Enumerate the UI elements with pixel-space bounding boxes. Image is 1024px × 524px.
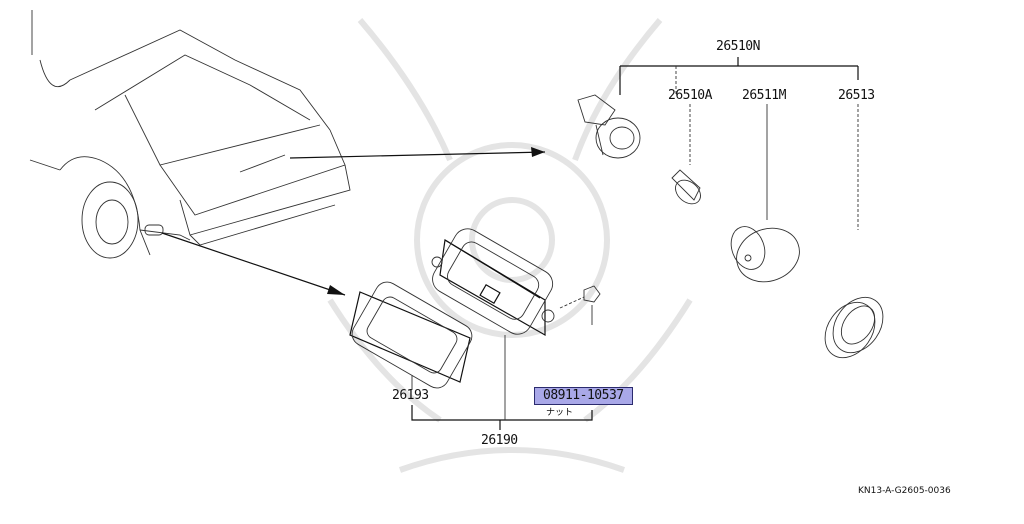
label-26510N: 26510N [716, 39, 760, 54]
nut-note: ナット [546, 408, 574, 418]
label-26193: 26193 [392, 388, 429, 403]
lamp-housing-part [431, 228, 555, 337]
leader-arrows [161, 147, 546, 296]
gasket-part [349, 281, 473, 389]
part-number-highlight[interactable]: 08911-10537 [534, 387, 633, 405]
diagram-code: KN13-A-G2605-0036 [858, 486, 951, 496]
label-26190: 26190 [481, 433, 518, 448]
bracket-26190 [411, 335, 593, 430]
watermark-emblem [327, 18, 693, 473]
car-outline [29, 10, 351, 259]
label-26513: 26513 [838, 88, 875, 103]
seal-ring-part [824, 296, 884, 359]
socket-part [577, 94, 641, 159]
label-26511M: 26511M [742, 88, 786, 103]
bulb-part [671, 169, 701, 205]
bracket-26510N [619, 57, 859, 230]
lens-part [730, 226, 800, 283]
nut-part [559, 285, 601, 325]
label-26510A: 26510A [668, 88, 712, 103]
